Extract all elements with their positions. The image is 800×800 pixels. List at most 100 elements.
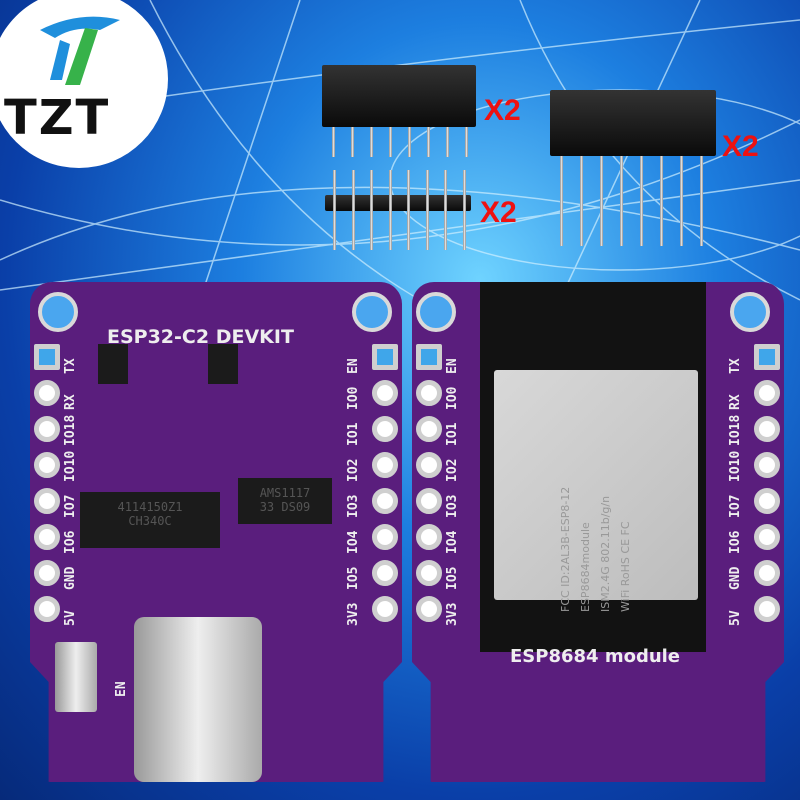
pin-label: IO3	[445, 494, 460, 518]
pin-pad[interactable]	[416, 560, 442, 586]
pin-label: IO18	[63, 414, 78, 446]
pin-label: IO10	[63, 450, 78, 482]
pin-pad[interactable]	[754, 488, 780, 514]
esp32-c2-devkit-board: ESP32-C2 DEVKIT 4114150Z1 CH340C AMS1117…	[30, 282, 402, 782]
pin-pad[interactable]	[416, 416, 442, 442]
pin-label: IO5	[445, 566, 460, 590]
module-marking: FCC ID:2AL3B-ESP8-12	[559, 486, 572, 612]
header-pin	[408, 127, 411, 157]
header-pin	[700, 156, 703, 246]
pin-label: IO4	[445, 530, 460, 554]
esp8684-module-board: FCC ID:2AL3B-ESP8-12 ESP8684module ISM2.…	[412, 282, 784, 782]
pin-pad[interactable]	[34, 488, 60, 514]
pin-pad[interactable]	[416, 452, 442, 478]
pin-pad[interactable]	[34, 416, 60, 442]
header-pin	[640, 156, 643, 246]
header-pin	[580, 156, 583, 246]
en-switch[interactable]	[55, 642, 97, 712]
chip-code: 4114150Z1	[117, 500, 183, 514]
pin-pad[interactable]	[372, 344, 398, 370]
pin-pad[interactable]	[34, 596, 60, 622]
header-pin	[370, 170, 373, 250]
pin-label: IO18	[728, 414, 743, 446]
header-pin	[351, 170, 355, 250]
fcc-mark: FC	[619, 521, 632, 536]
header-pin	[660, 156, 663, 246]
usb-c-port[interactable]	[134, 617, 262, 782]
ams1117-regulator: AMS1117 33 DS09	[238, 478, 332, 524]
pin-label: RX	[63, 394, 78, 410]
pin-pad[interactable]	[372, 416, 398, 442]
pin-pad[interactable]	[754, 560, 780, 586]
mounting-hole	[352, 292, 392, 332]
header-pin	[444, 170, 447, 250]
pin-label: IO0	[346, 386, 361, 410]
transistor	[98, 344, 128, 384]
pin-pad[interactable]	[372, 380, 398, 406]
pin-label: 3V3	[346, 602, 361, 626]
pin-pad[interactable]	[754, 596, 780, 622]
pin-pad[interactable]	[34, 452, 60, 478]
ch340c-chip: 4114150Z1 CH340C	[80, 492, 220, 548]
pin-pad[interactable]	[416, 380, 442, 406]
transistor	[208, 344, 238, 384]
pin-label: IO6	[728, 530, 743, 554]
pin-pad[interactable]	[754, 452, 780, 478]
pin-label: IO2	[445, 458, 460, 482]
pin-pad[interactable]	[34, 560, 60, 586]
pin-pad[interactable]	[416, 596, 442, 622]
ce-mark: CE	[619, 538, 632, 554]
header-pin	[465, 127, 468, 157]
pin-pad[interactable]	[416, 524, 442, 550]
regulator-label: AMS1117	[259, 486, 311, 500]
header-pin	[680, 156, 683, 246]
board-title: ESP8684 module	[510, 646, 681, 667]
pin-label: GND	[63, 566, 78, 590]
header-pin	[370, 127, 373, 157]
pin-pad[interactable]	[372, 488, 398, 514]
pin-pad[interactable]	[416, 488, 442, 514]
switch-label: EN	[114, 681, 129, 697]
pin-pad[interactable]	[372, 452, 398, 478]
module-marking: ESP8684module	[579, 522, 592, 612]
rohs-mark: RoHS	[619, 557, 632, 587]
esp8684-shield: FCC ID:2AL3B-ESP8-12 ESP8684module ISM2.…	[494, 370, 698, 612]
pin-pad[interactable]	[34, 344, 60, 370]
logo-mark-icon	[40, 16, 120, 85]
header-pin	[427, 127, 430, 157]
regulator-code: 33 DS09	[259, 500, 311, 514]
pin-pad[interactable]	[372, 596, 398, 622]
pin-label: 3V3	[445, 602, 460, 626]
pin-pad[interactable]	[34, 524, 60, 550]
mounting-hole	[38, 292, 78, 332]
pin-label: RX	[728, 394, 743, 410]
pin-label: IO5	[346, 566, 361, 590]
pin-pad[interactable]	[372, 560, 398, 586]
pin-pad[interactable]	[754, 344, 780, 370]
header-pin	[560, 156, 563, 246]
chip-label: CH340C	[128, 514, 172, 528]
qty-label: X2	[722, 130, 759, 163]
header-pin	[333, 170, 336, 250]
logo-text: TZT	[4, 90, 111, 146]
pin-label: TX	[63, 358, 78, 374]
pin-pad[interactable]	[754, 524, 780, 550]
pin-label: IO7	[63, 494, 78, 518]
header-pin	[388, 170, 392, 250]
pin-label: 5V	[63, 610, 78, 626]
pin-pad[interactable]	[34, 380, 60, 406]
header-pin	[620, 156, 623, 246]
pin-label: TX	[728, 358, 743, 374]
pin-label: EN	[445, 358, 460, 374]
mounting-hole	[416, 292, 456, 332]
pin-pad[interactable]	[372, 524, 398, 550]
pin-label: IO7	[728, 494, 743, 518]
header-pin	[446, 127, 449, 157]
pin-pad[interactable]	[416, 344, 442, 370]
pin-pad[interactable]	[754, 380, 780, 406]
header-pin	[389, 127, 392, 157]
pin-pad[interactable]	[754, 416, 780, 442]
header-pin	[351, 127, 354, 157]
pin-label: IO1	[346, 422, 361, 446]
header-pin	[462, 170, 466, 250]
